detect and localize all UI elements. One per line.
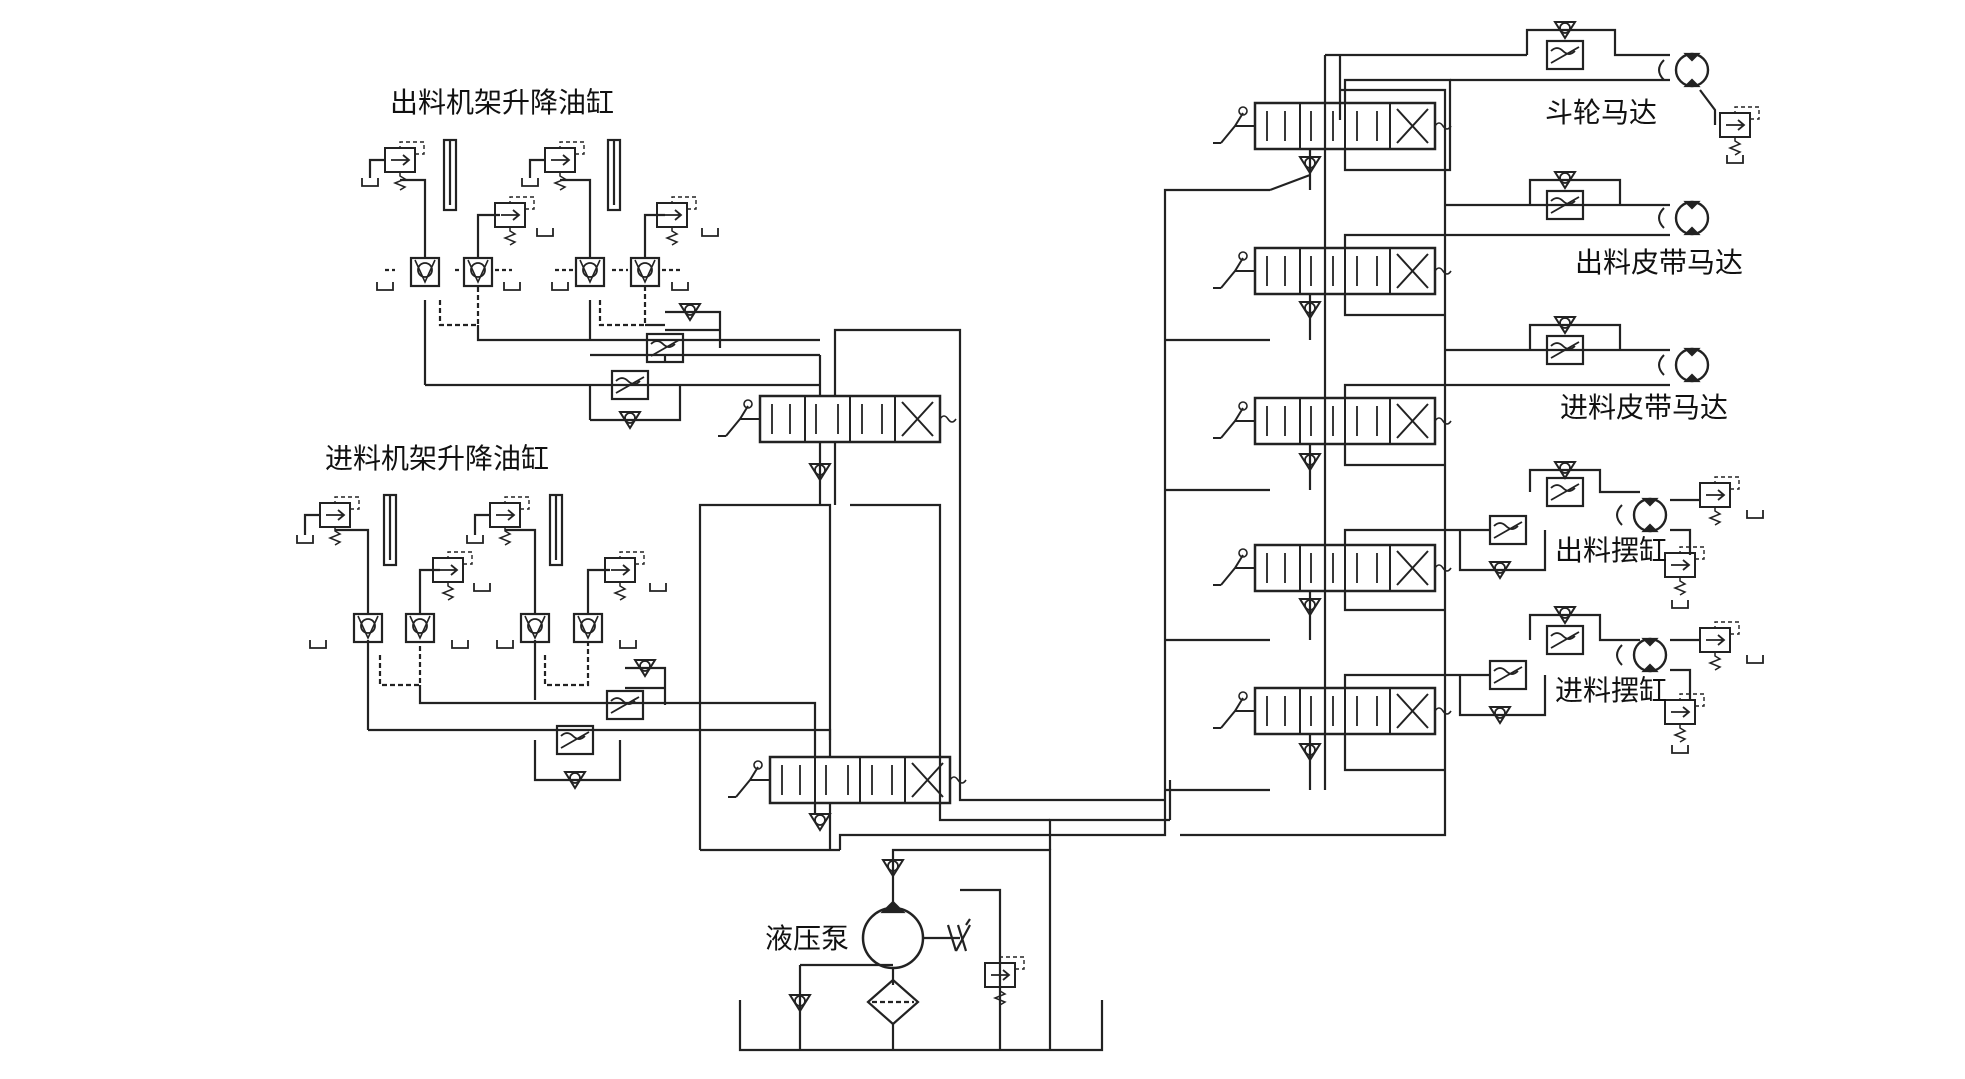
label-infeed-belt-motor: 进料皮带马达 xyxy=(1560,391,1728,424)
label-outfeed-belt-motor: 出料皮带马达 xyxy=(1575,246,1743,279)
label-infeed-swing-cylinder: 进料摆缸 xyxy=(1555,674,1667,707)
label-infeed-frame-cylinder: 进料机架升降油缸 xyxy=(325,442,549,475)
label-outfeed-swing-cylinder: 出料摆缸 xyxy=(1555,534,1667,567)
label-bucket-wheel-motor: 斗轮马达 xyxy=(1545,96,1657,129)
label-outfeed-frame-cylinder: 出料机架升降油缸 xyxy=(390,86,614,119)
label-hydraulic-pump: 液压泵 xyxy=(765,922,849,955)
